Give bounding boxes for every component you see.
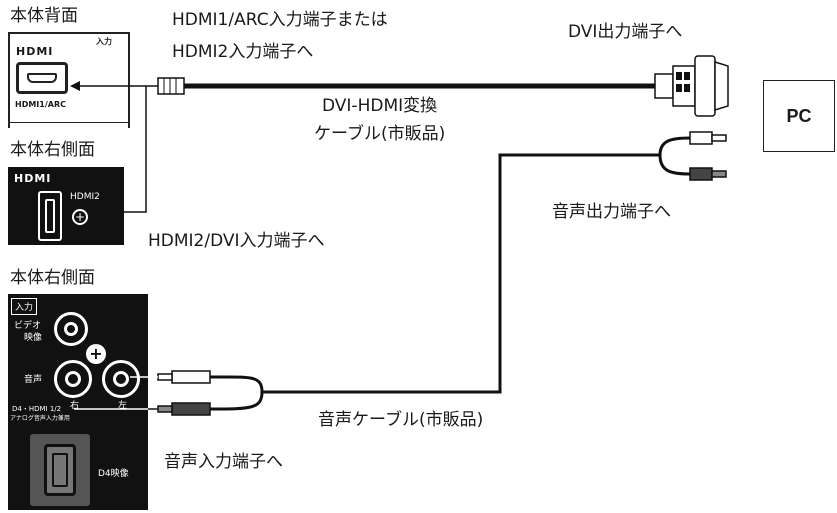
hdmi2-port[interactable] <box>38 191 62 241</box>
audio-cable-main <box>262 153 660 394</box>
d4-socket-icon <box>52 453 68 487</box>
audio-label: 音声 <box>24 375 43 385</box>
rca-plug-white-pc-icon <box>689 131 727 145</box>
hdmi1-arc-port[interactable] <box>16 62 68 94</box>
video-label-2: 映像 <box>24 333 43 343</box>
rca-plug-red-pc-icon <box>689 167 727 181</box>
rear-panel-port-label: HDMI1/ARC <box>15 100 66 109</box>
video-jack[interactable] <box>54 312 88 346</box>
video-jack-inner-icon <box>64 322 78 336</box>
hdmi2-arrowhead-icon <box>94 207 104 217</box>
audio-jack-right[interactable] <box>54 360 92 398</box>
cable-name-line-2: ケーブル(市販品) <box>314 124 446 144</box>
pc-device: PC <box>763 80 835 152</box>
audio-jack-left-inner-icon <box>113 371 129 387</box>
hdmi2-port-label: HDMI2 <box>70 192 100 202</box>
right-side-hdmi-logo: HDMI <box>14 172 52 185</box>
right-side-panel-av: 入力 ビデオ 映像 + 音声 右 左 D4・HDMI 1/2 アナログ音声入力兼… <box>8 294 148 510</box>
dvi-output-label: DVI出力端子へ <box>568 22 683 42</box>
rca-plug-white-tv-icon <box>157 370 211 384</box>
rear-panel: 入力 HDMI HDMI1/ARC <box>8 32 130 128</box>
audio-cable-split-pc <box>658 136 691 176</box>
d4-note-1: D4・HDMI 1/2 <box>12 405 62 413</box>
hdmi2-ground-icon: + <box>72 209 88 225</box>
d4-note-2: アナログ音声入力兼用 <box>10 415 70 422</box>
right-side-title-2: 本体右側面 <box>10 268 95 288</box>
audio-output-label: 音声出力端子へ <box>552 202 671 222</box>
video-label-1: ビデオ <box>14 321 42 331</box>
input-tag: 入力 <box>11 298 38 315</box>
audio-jack-right-inner-icon <box>65 371 81 387</box>
hdmi2-socket-icon <box>45 199 55 233</box>
left-channel-label: 左 <box>118 401 128 411</box>
right-side-panel-hdmi: HDMI HDMI2 + <box>8 167 124 245</box>
audio-input-label: 音声入力端子へ <box>164 452 283 472</box>
rear-panel-title: 本体背面 <box>10 6 78 26</box>
hdmi-input-label-2: HDMI2入力端子へ <box>172 42 314 62</box>
cable-name-line-1: DVI-HDMI変換 <box>322 96 438 116</box>
d4-video-label: D4映像 <box>98 469 129 479</box>
rca-plug-red-tv-icon <box>157 402 211 416</box>
hdmi-input-label-1: HDMI1/ARC入力端子または <box>172 10 388 30</box>
d4-port[interactable] <box>44 444 76 496</box>
hdmi1-arrowhead-icon <box>70 81 80 91</box>
right-side-title-1: 本体右側面 <box>10 140 95 160</box>
d4-port-frame <box>30 434 90 506</box>
audio-cable-split-tv <box>209 375 264 411</box>
pc-label: PC <box>786 105 812 126</box>
dvi-plug-icon <box>654 55 729 117</box>
rear-panel-divider <box>10 122 130 123</box>
hdmi-socket-icon <box>27 73 57 83</box>
rear-panel-hdmi-logo: HDMI <box>16 45 54 58</box>
audio-jack-left[interactable] <box>102 360 140 398</box>
hdmi2-branch-line <box>100 86 147 213</box>
hdmi-plug-icon <box>157 77 185 95</box>
right-channel-label: 右 <box>70 401 80 411</box>
av-ground-icon: + <box>86 344 106 364</box>
audio-cable-label: 音声ケーブル(市販品) <box>318 410 484 430</box>
rear-panel-input-label: 入力 <box>96 37 112 46</box>
hdmi2-dvi-input-label: HDMI2/DVI入力端子へ <box>148 231 325 251</box>
